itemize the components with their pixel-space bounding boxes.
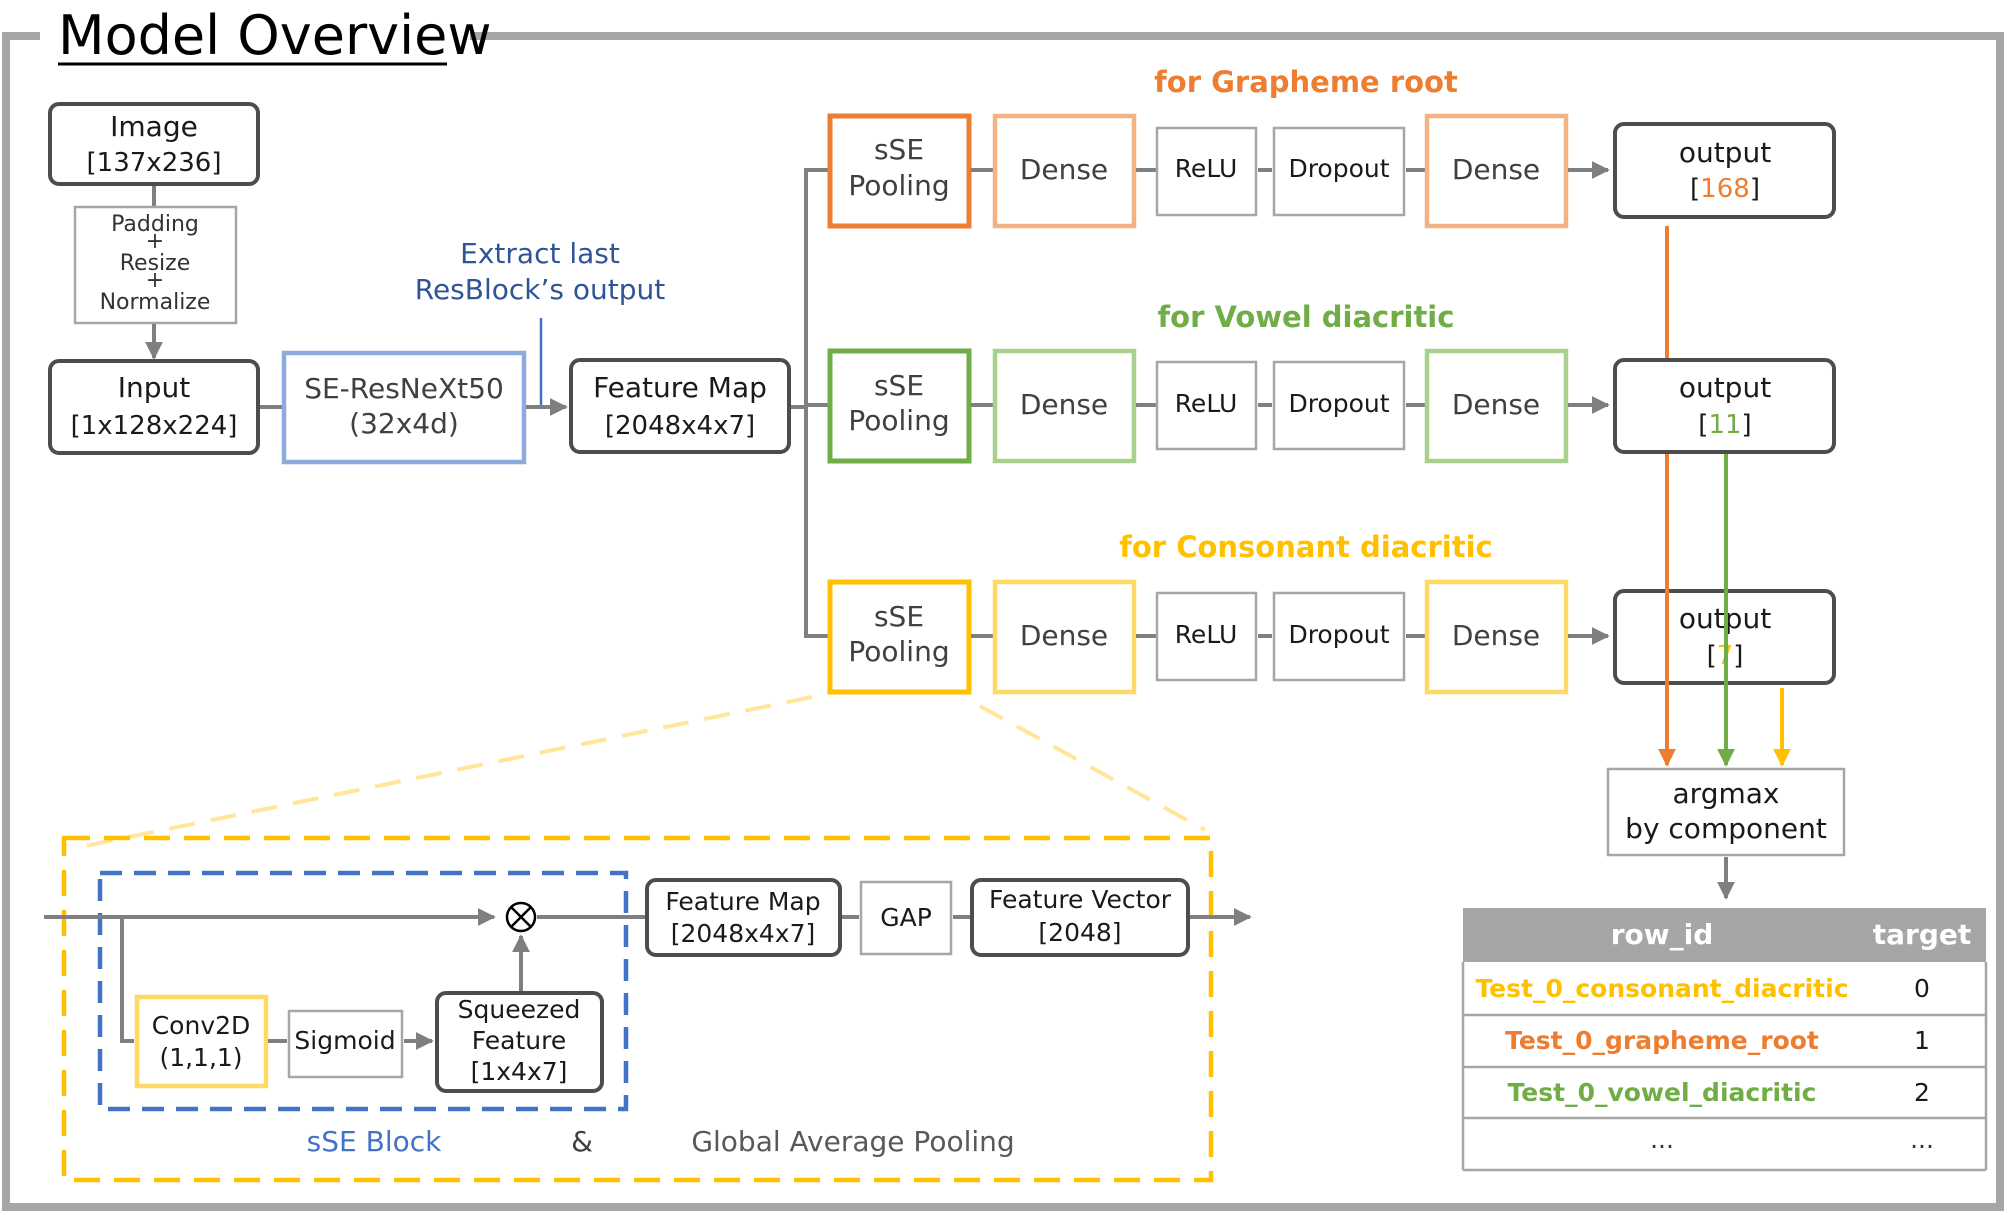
grapheme-sse-line-2: Pooling bbox=[848, 169, 949, 202]
extract-note-line-2: ResBlock’s output bbox=[415, 273, 666, 306]
vowel-output-dim: [11] bbox=[1698, 410, 1751, 440]
grapheme-dense-2: Dense bbox=[1452, 153, 1540, 186]
sigmoid-node: Sigmoid bbox=[287, 1009, 404, 1079]
zoom-guide-left bbox=[79, 695, 813, 849]
consonant-sse-line-2: Pooling bbox=[848, 635, 949, 668]
input-node-shape: [1x128x224] bbox=[71, 411, 238, 441]
grapheme-output-dim: [168] bbox=[1690, 174, 1760, 204]
vowel-dropout: Dropout bbox=[1288, 389, 1389, 418]
extract-note-line-1: Extract last bbox=[460, 237, 620, 270]
detail-feature-map-shape: [2048x4x7] bbox=[671, 919, 816, 948]
zoom-guide-right bbox=[979, 704, 1206, 832]
feature-vector-title: Feature Vector bbox=[989, 885, 1172, 914]
table-target-2: 1 bbox=[1914, 1026, 1930, 1055]
table-target-3: 2 bbox=[1914, 1078, 1930, 1107]
consonant-relu: ReLU bbox=[1175, 620, 1238, 649]
feature-vector-shape: [2048] bbox=[1038, 918, 1121, 947]
conv2d-line-1: Conv2D bbox=[152, 1011, 251, 1040]
preprocess-normalize: Normalize bbox=[100, 290, 211, 315]
squeezed-line-2: Feature bbox=[472, 1026, 566, 1055]
argmax-node: argmax by component bbox=[1606, 767, 1846, 857]
conv2d-line-2: (1,1,1) bbox=[159, 1043, 242, 1072]
argmax-line-1: argmax bbox=[1673, 777, 1780, 810]
preprocess-padding: Padding bbox=[111, 212, 199, 237]
multiply-stroke-2 bbox=[510, 906, 532, 928]
output-node-vowel: output [11] bbox=[1613, 358, 1836, 454]
vowel-sse-line-1: sSE bbox=[874, 369, 924, 402]
page-title: Model Overview bbox=[58, 4, 492, 67]
extract-arrow bbox=[539, 318, 566, 409]
result-table: row_id target Test_0_consonant_diacritic… bbox=[1461, 908, 1988, 1172]
table-target-4: ... bbox=[1910, 1125, 1934, 1154]
ampersand-label: & bbox=[571, 1125, 593, 1158]
consonant-dense-1: Dense bbox=[1020, 619, 1108, 652]
table-header-row-id: row_id bbox=[1611, 918, 1714, 951]
table-header-target: target bbox=[1873, 918, 1972, 951]
conv2d-node: Conv2D (1,1,1) bbox=[134, 994, 269, 1089]
detail-branch-line bbox=[120, 917, 134, 1043]
table-row-id-2: Test_0_grapheme_root bbox=[1505, 1026, 1819, 1055]
global-average-pooling-label: Global Average Pooling bbox=[691, 1125, 1014, 1158]
preprocess-plus-1: + bbox=[146, 229, 164, 254]
table-row-id-4: ... bbox=[1650, 1125, 1674, 1154]
sse-pooling-detail-frame bbox=[61, 835, 1214, 1183]
grapheme-relu: ReLU bbox=[1175, 154, 1238, 183]
vowel-sse-line-2: Pooling bbox=[848, 404, 949, 437]
image-node-shape: [137x236] bbox=[87, 148, 222, 178]
image-node-title: Image bbox=[110, 110, 198, 143]
sse-block-frame bbox=[97, 870, 629, 1112]
backbone-name: SE-ResNeXt50 bbox=[304, 372, 504, 405]
head-label-consonant: for Consonant diacritic bbox=[1119, 530, 1493, 564]
consonant-dropout: Dropout bbox=[1288, 620, 1389, 649]
squeezed-line-3: [1x4x7] bbox=[471, 1057, 568, 1086]
sse-block-label: sSE Block bbox=[307, 1125, 442, 1158]
table-target-1: 0 bbox=[1914, 974, 1930, 1003]
table-row-id-1: Test_0_consonant_diacritic bbox=[1475, 974, 1848, 1003]
table-row-id-3: Test_0_vowel_diacritic bbox=[1508, 1078, 1817, 1107]
vowel-dense-1: Dense bbox=[1020, 388, 1108, 421]
grapheme-dense-1: Dense bbox=[1020, 153, 1108, 186]
vowel-relu: ReLU bbox=[1175, 389, 1238, 418]
gap-label: GAP bbox=[880, 903, 932, 932]
consonant-dense-2: Dense bbox=[1452, 619, 1540, 652]
gap-node: GAP bbox=[859, 880, 953, 956]
squeezed-feature-node: Squeezed Feature [1x4x7] bbox=[435, 991, 604, 1093]
vowel-dense-2: Dense bbox=[1452, 388, 1540, 421]
head-row-consonant: sSE Pooling Dense ReLU Dropout Dense bbox=[827, 579, 1610, 695]
output-node-grapheme: output [168] bbox=[1613, 122, 1836, 219]
preprocess-resize: Resize bbox=[120, 251, 191, 276]
grapheme-output-title: output bbox=[1679, 136, 1771, 169]
feature-map-node: Feature Map [2048x4x7] bbox=[569, 358, 791, 454]
sigmoid-label: Sigmoid bbox=[294, 1026, 395, 1055]
squeezed-line-1: Squeezed bbox=[458, 995, 581, 1024]
head-label-grapheme: for Grapheme root bbox=[1154, 65, 1458, 99]
outer-frame bbox=[2, 4, 2004, 1211]
head-label-vowel: for Vowel diacritic bbox=[1158, 300, 1455, 334]
head-row-grapheme: sSE Pooling Dense ReLU Dropout Dense bbox=[827, 113, 1610, 229]
backbone-node: SE-ResNeXt50 (32x4d) bbox=[281, 350, 527, 465]
detail-feature-map-title: Feature Map bbox=[665, 887, 820, 916]
head-row-vowel: sSE Pooling Dense ReLU Dropout Dense bbox=[827, 348, 1610, 464]
preprocess-node: Padding + Resize + Normalize bbox=[73, 205, 238, 325]
detail-feature-map-node: Feature Map [2048x4x7] bbox=[645, 878, 842, 957]
input-node-title: Input bbox=[118, 371, 191, 404]
input-node: Input [1x128x224] bbox=[48, 359, 260, 455]
preprocess-plus-2: + bbox=[146, 268, 164, 293]
backbone-variant: (32x4d) bbox=[349, 407, 459, 440]
feature-map-shape: [2048x4x7] bbox=[605, 411, 755, 441]
image-node: Image [137x236] bbox=[48, 102, 260, 186]
grapheme-dropout: Dropout bbox=[1288, 154, 1389, 183]
feature-map-title: Feature Map bbox=[593, 371, 767, 404]
argmax-line-2: by component bbox=[1625, 812, 1827, 845]
vowel-output-title: output bbox=[1679, 371, 1771, 404]
feature-vector-node: Feature Vector [2048] bbox=[970, 878, 1190, 957]
grapheme-sse-line-1: sSE bbox=[874, 133, 924, 166]
consonant-sse-line-1: sSE bbox=[874, 600, 924, 633]
